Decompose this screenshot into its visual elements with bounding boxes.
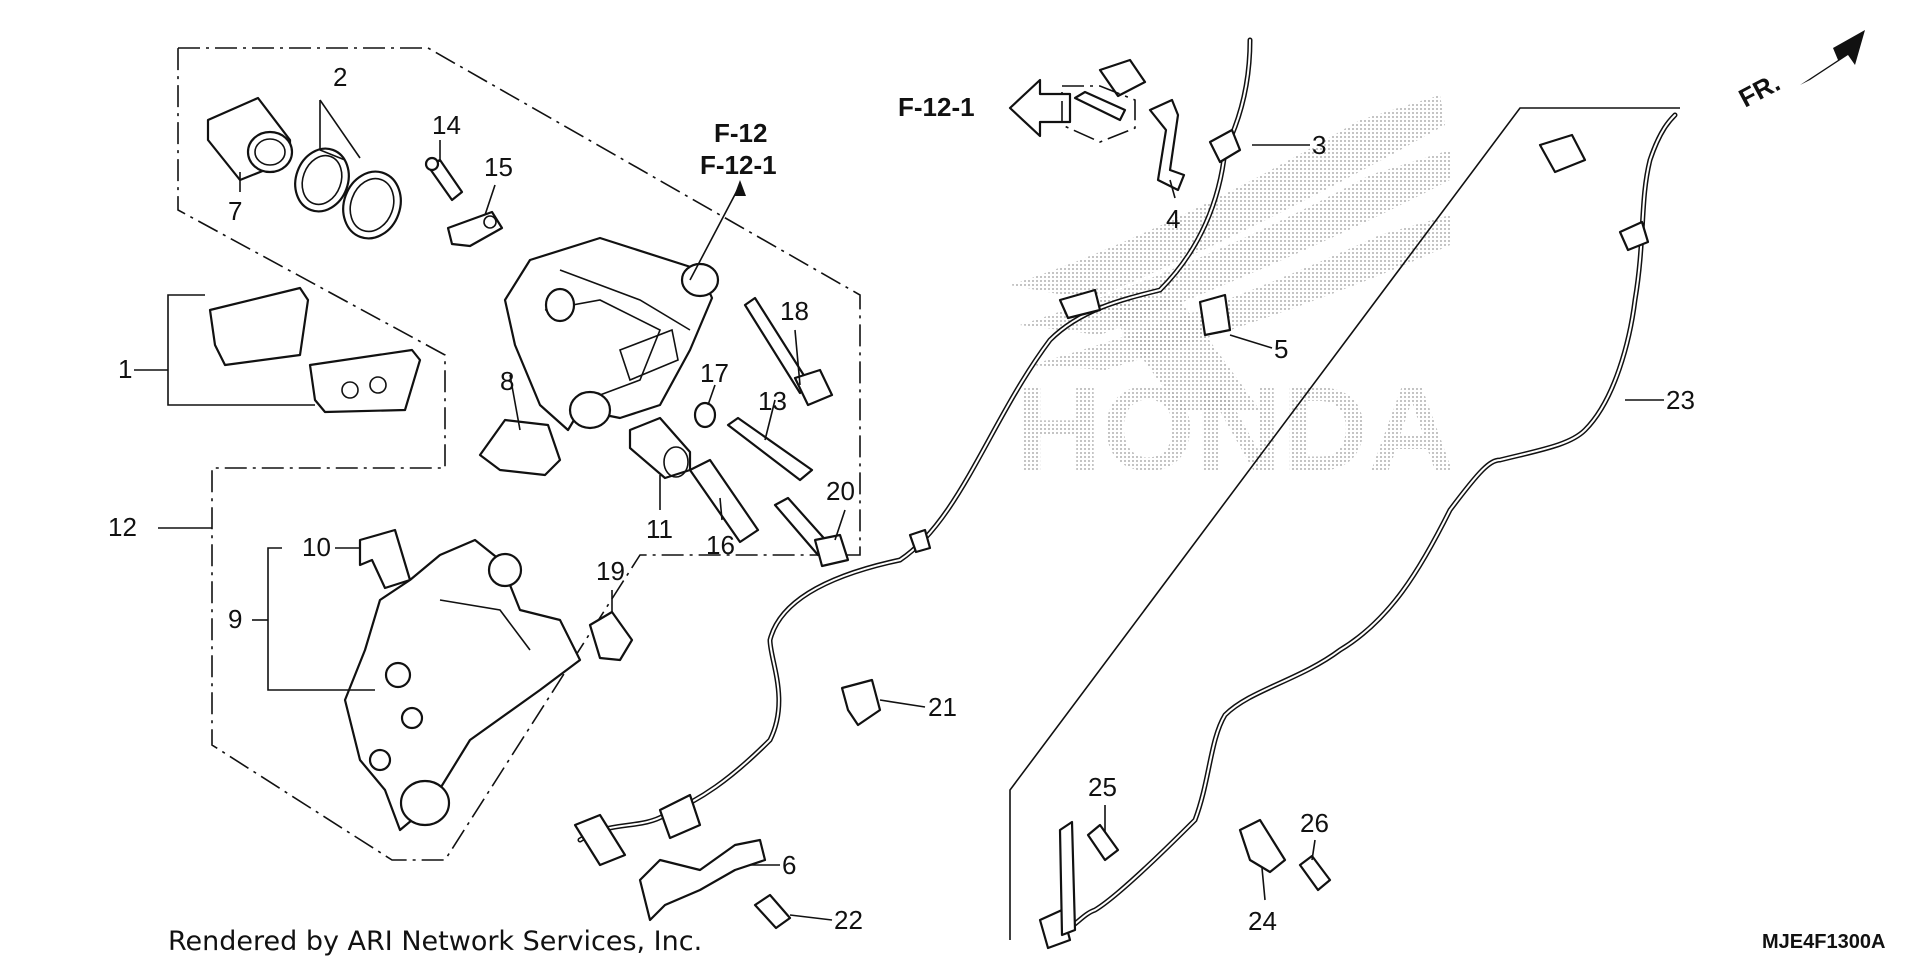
- bolt-26-part: [1298, 854, 1332, 892]
- honda-wing-watermark: [1010, 95, 1450, 410]
- callout-4: 4: [1166, 204, 1180, 234]
- callout-6: 6: [782, 850, 796, 880]
- callout-24: 24: [1248, 906, 1277, 936]
- cable-stay-6-part: [638, 838, 767, 922]
- callout-7: 7: [228, 196, 242, 226]
- callout-23: 23: [1666, 385, 1695, 415]
- rear-wheel-sensor-cable: [573, 37, 1253, 867]
- pad-spring-part: [478, 418, 562, 477]
- washer-part: [693, 401, 717, 429]
- callout-15: 15: [484, 152, 513, 182]
- callout-17: 17: [700, 358, 729, 388]
- front-direction-label: FR.: [1734, 67, 1785, 113]
- callout-13: 13: [758, 386, 787, 416]
- callout-11: 11: [646, 514, 673, 544]
- cable-stay-4-part: [1148, 98, 1186, 192]
- callout-2: 2: [333, 62, 347, 92]
- brake-pads-part: [208, 286, 422, 414]
- bolt-20-part: [773, 496, 850, 568]
- piston-part: [206, 96, 294, 182]
- pin-13-part: [726, 416, 814, 482]
- diagram-code: MJE4F1300A: [1762, 931, 1885, 953]
- callout-25: 25: [1088, 772, 1117, 802]
- bolt-22-part: [753, 893, 792, 930]
- boot-part: [628, 416, 692, 480]
- ref-label-caliper-2: F-12-1: [700, 150, 777, 180]
- callout-14: 14: [432, 110, 461, 140]
- callout-10: 10: [302, 532, 331, 562]
- callout-18: 18: [780, 296, 809, 326]
- callout-22: 22: [834, 905, 863, 935]
- bleeder-valve-part: [424, 156, 464, 202]
- rubber-stopper-part: [588, 610, 634, 662]
- cable-clamp-21-part: [840, 678, 882, 727]
- bleeder-cap-part: [446, 210, 504, 248]
- seal-rings-part: [294, 147, 402, 240]
- retainer-clip-part: [358, 528, 412, 590]
- callout-1: 1: [118, 354, 132, 384]
- caliper-bracket-part: [343, 538, 582, 832]
- mount-bolt-part: [1061, 85, 1136, 143]
- sensor-panel-outline: [1009, 107, 1680, 940]
- front-direction-arrow-icon: [1800, 30, 1865, 85]
- sleeve-part: [688, 458, 760, 544]
- cable-stay-24-part: [1238, 818, 1287, 874]
- callout-numbers: 1 2 3 4 5 6 7 8 9 10 11 12 13 14 15 16 1…: [108, 62, 1695, 936]
- callout-9: 9: [228, 604, 242, 634]
- caliper-group-outline: [158, 47, 861, 861]
- front-wheel-sensor-cable: [1038, 112, 1678, 950]
- callout-26: 26: [1300, 808, 1329, 838]
- render-credit: Rendered by ARI Network Services, Inc.: [168, 926, 702, 957]
- callout-21: 21: [928, 692, 957, 722]
- callout-12: 12: [108, 512, 137, 542]
- cable-clamp-5-part: [1198, 293, 1232, 337]
- bolt-25-part: [1086, 823, 1120, 862]
- callout-5: 5: [1274, 334, 1288, 364]
- callout-20: 20: [826, 476, 855, 506]
- callout-19: 19: [596, 556, 625, 586]
- callout-3: 3: [1312, 130, 1326, 160]
- callout-16: 16: [706, 530, 735, 560]
- leader-lines: [134, 99, 1664, 921]
- ref-label-caliper-1: F-12: [714, 118, 767, 148]
- caliper-body-part: [503, 236, 720, 432]
- pin-bolt-18-part: [743, 296, 834, 407]
- reference-arrow-left-icon: [1008, 78, 1072, 138]
- honda-watermark-text: HONDA: [1015, 362, 1455, 496]
- ref-label-bolt: F-12-1: [898, 92, 975, 122]
- callout-8: 8: [500, 366, 514, 396]
